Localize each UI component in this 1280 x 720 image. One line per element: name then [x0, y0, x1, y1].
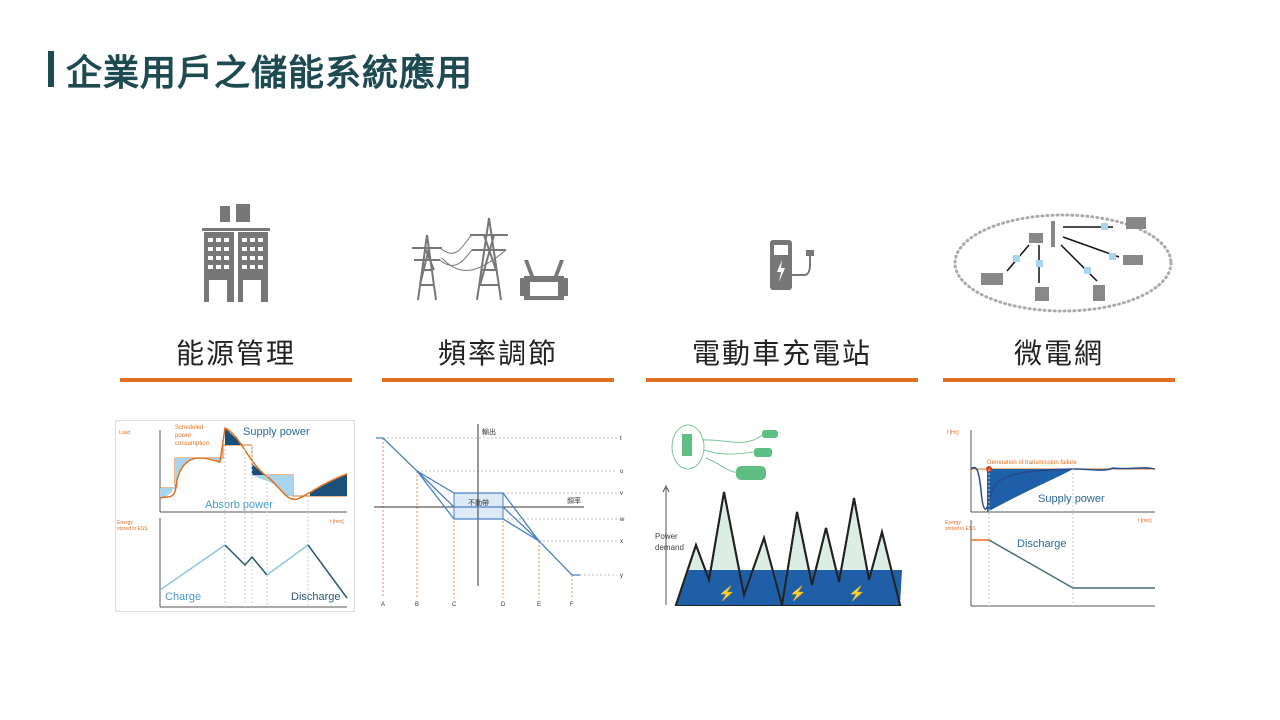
svg-text:⚡: ⚡: [789, 585, 806, 602]
axis-label: Energy: [945, 520, 961, 526]
point-label: B: [415, 602, 419, 608]
level-label: u: [620, 469, 623, 475]
annotation-discharge: Discharge: [1017, 538, 1067, 550]
deadband-label: 不動帶: [468, 498, 489, 507]
ev-charger-icon: [770, 240, 814, 290]
level-label: y: [620, 573, 623, 579]
heading-frequency-regulation: 頻率調節: [437, 337, 558, 370]
svg-text:⚡: ⚡: [718, 585, 735, 602]
level-label: t: [620, 436, 622, 442]
annotation-absorb: Absorb power: [205, 499, 273, 511]
frequency-regulation-diagram: 輸出 頻率 不動帶 t u v w x y A B C D E F: [374, 424, 625, 608]
annotation: consumption: [175, 441, 209, 447]
axis-label: Power: [655, 532, 678, 541]
level-label: x: [620, 539, 623, 545]
annotation-supply: Supply power: [1038, 493, 1105, 505]
annotation: Scheduled: [175, 425, 203, 431]
power-tower-icon: [412, 217, 568, 301]
axis-label: stored in ESS: [117, 526, 148, 532]
axis-label: f [Hz]: [947, 430, 959, 436]
axis-label: 頻率: [567, 496, 581, 505]
axis-label: 輸出: [482, 427, 496, 436]
point-label: C: [452, 602, 457, 608]
orange-divider: [646, 378, 918, 382]
title-accent-bar: [48, 51, 54, 87]
axis-label: Load: [119, 430, 130, 436]
level-label: w: [619, 517, 625, 523]
annotation-discharge: Discharge: [291, 591, 341, 603]
heading-energy-management: 能源管理: [175, 337, 296, 370]
point-label: F: [570, 602, 574, 608]
microgrid-frequency-diagram: Generation of transmission failure Suppl…: [945, 430, 1156, 607]
energy-management-diagram: Load Scheduled power consumption Supply …: [115, 420, 355, 612]
axis-label: demand: [655, 543, 684, 552]
annotation-charge: Charge: [165, 591, 201, 603]
solar-building-icon: [202, 204, 270, 302]
svg-text:⚡: ⚡: [848, 585, 865, 602]
orange-divider: [120, 378, 352, 382]
point-label: E: [537, 602, 541, 608]
level-label: v: [620, 491, 623, 497]
axis-label: t [min]: [1138, 518, 1152, 524]
heading-microgrid: 微電網: [1013, 337, 1104, 370]
tower-icon: ⚡ ⚡ ⚡: [718, 585, 865, 602]
axis-label: t [min]: [330, 519, 344, 525]
axis-label: stored in ESS: [945, 526, 976, 532]
annotation: power: [175, 433, 191, 439]
axis-label: Energy: [117, 520, 133, 526]
orange-divider: [382, 378, 614, 382]
point-label: A: [381, 602, 385, 608]
orange-divider: [943, 378, 1175, 382]
annotation-failure: Generation of transmission failure: [987, 460, 1077, 466]
microgrid-icon: [953, 213, 1173, 313]
ev-power-demand-diagram: Power demand ⚡ ⚡ ⚡: [655, 424, 902, 606]
point-label: D: [501, 602, 506, 608]
heading-ev-charging: 電動車充電站: [691, 337, 872, 370]
page-title: 企業用戶之儲能系統應用: [66, 53, 474, 94]
annotation-supply: Supply power: [243, 426, 310, 438]
